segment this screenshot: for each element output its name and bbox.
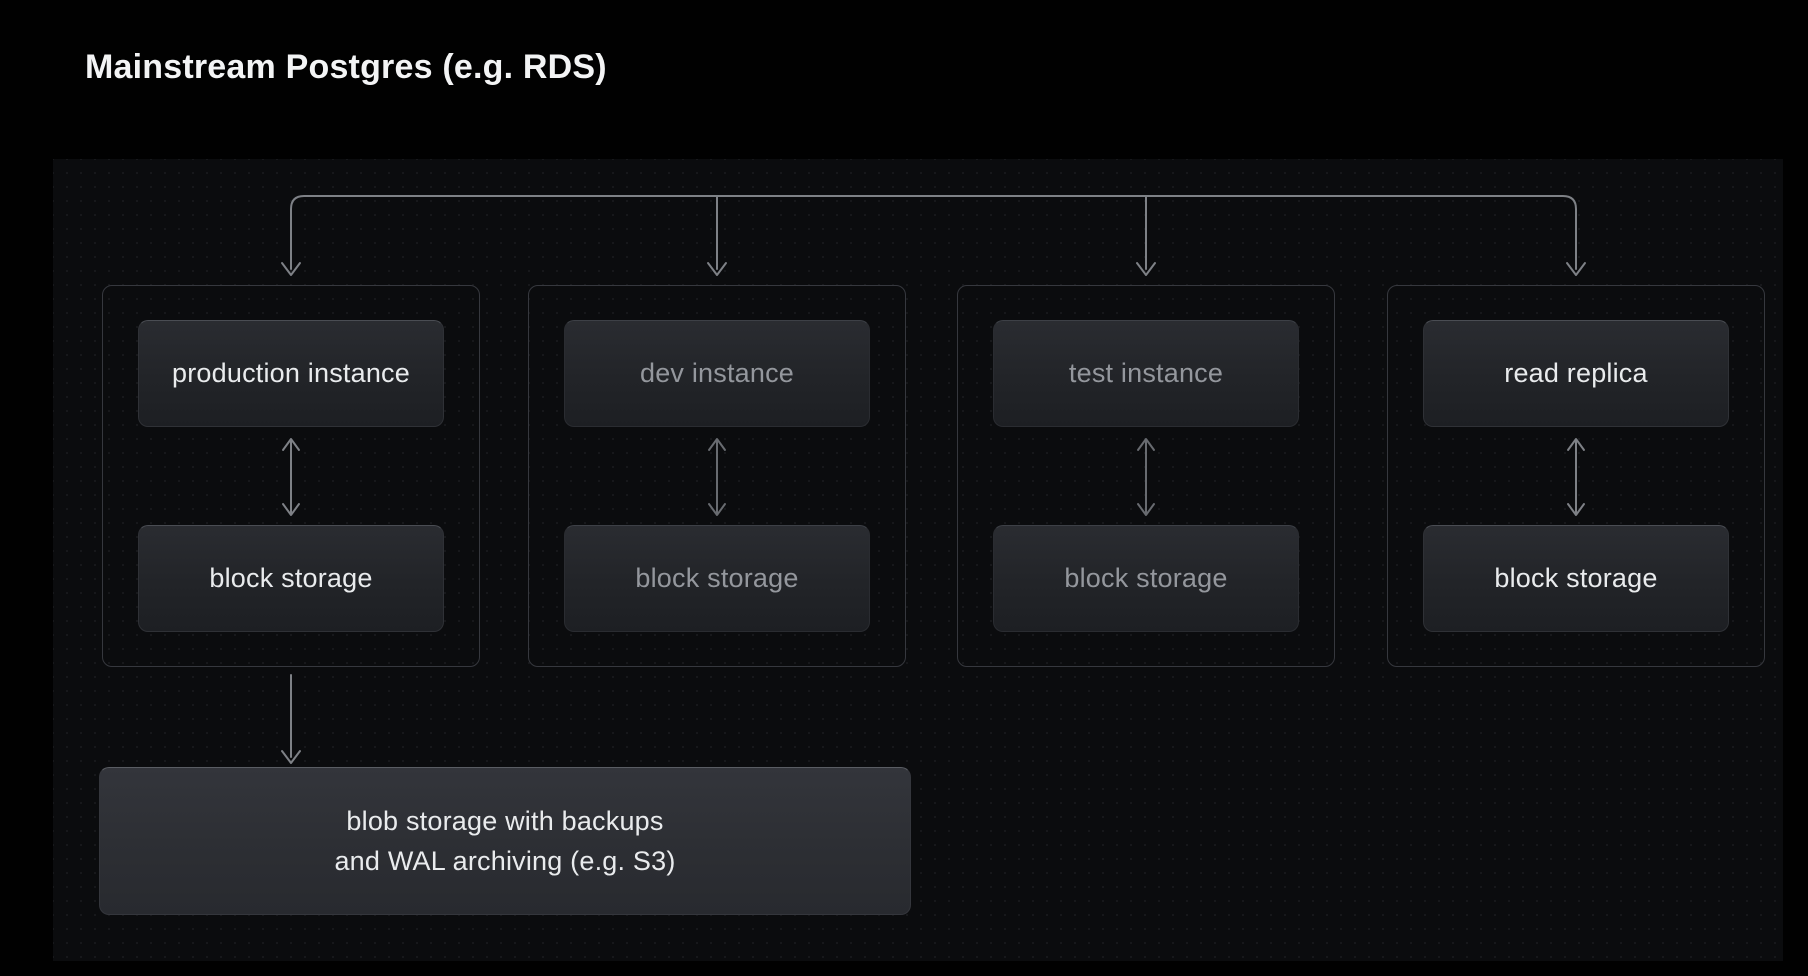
node-dev-instance: dev instance [564, 320, 870, 427]
node-dev-block-storage: block storage [564, 525, 870, 632]
blob-storage-line2: and WAL archiving (e.g. S3) [334, 846, 676, 876]
down-arrowhead-icon [281, 262, 301, 276]
node-production-instance: production instance [138, 320, 444, 427]
node-read-replica: read replica [1423, 320, 1729, 427]
node-test-instance: test instance [993, 320, 1299, 427]
diagram-panel: production instance block storage dev in… [53, 159, 1783, 961]
blob-storage-line1: blob storage with backups [346, 806, 664, 836]
node-replica-block-storage: block storage [1423, 525, 1729, 632]
column-dev: dev instance block storage [528, 285, 906, 667]
node-test-block-storage: block storage [993, 525, 1299, 632]
node-blob-storage: blob storage with backups and WAL archiv… [99, 767, 911, 915]
down-arrowhead-icon [1136, 262, 1156, 276]
down-arrow-icon [281, 674, 301, 764]
fanout-connector [281, 195, 1586, 276]
page-title: Mainstream Postgres (e.g. RDS) [85, 48, 607, 86]
node-production-block-storage: block storage [138, 525, 444, 632]
fanout-trunk-path [290, 195, 1577, 270]
column-test: test instance block storage [957, 285, 1335, 667]
down-arrowhead-icon [707, 262, 727, 276]
down-arrowhead-icon [1566, 262, 1586, 276]
column-production: production instance block storage [102, 285, 480, 667]
column-read-replica: read replica block storage [1387, 285, 1765, 667]
